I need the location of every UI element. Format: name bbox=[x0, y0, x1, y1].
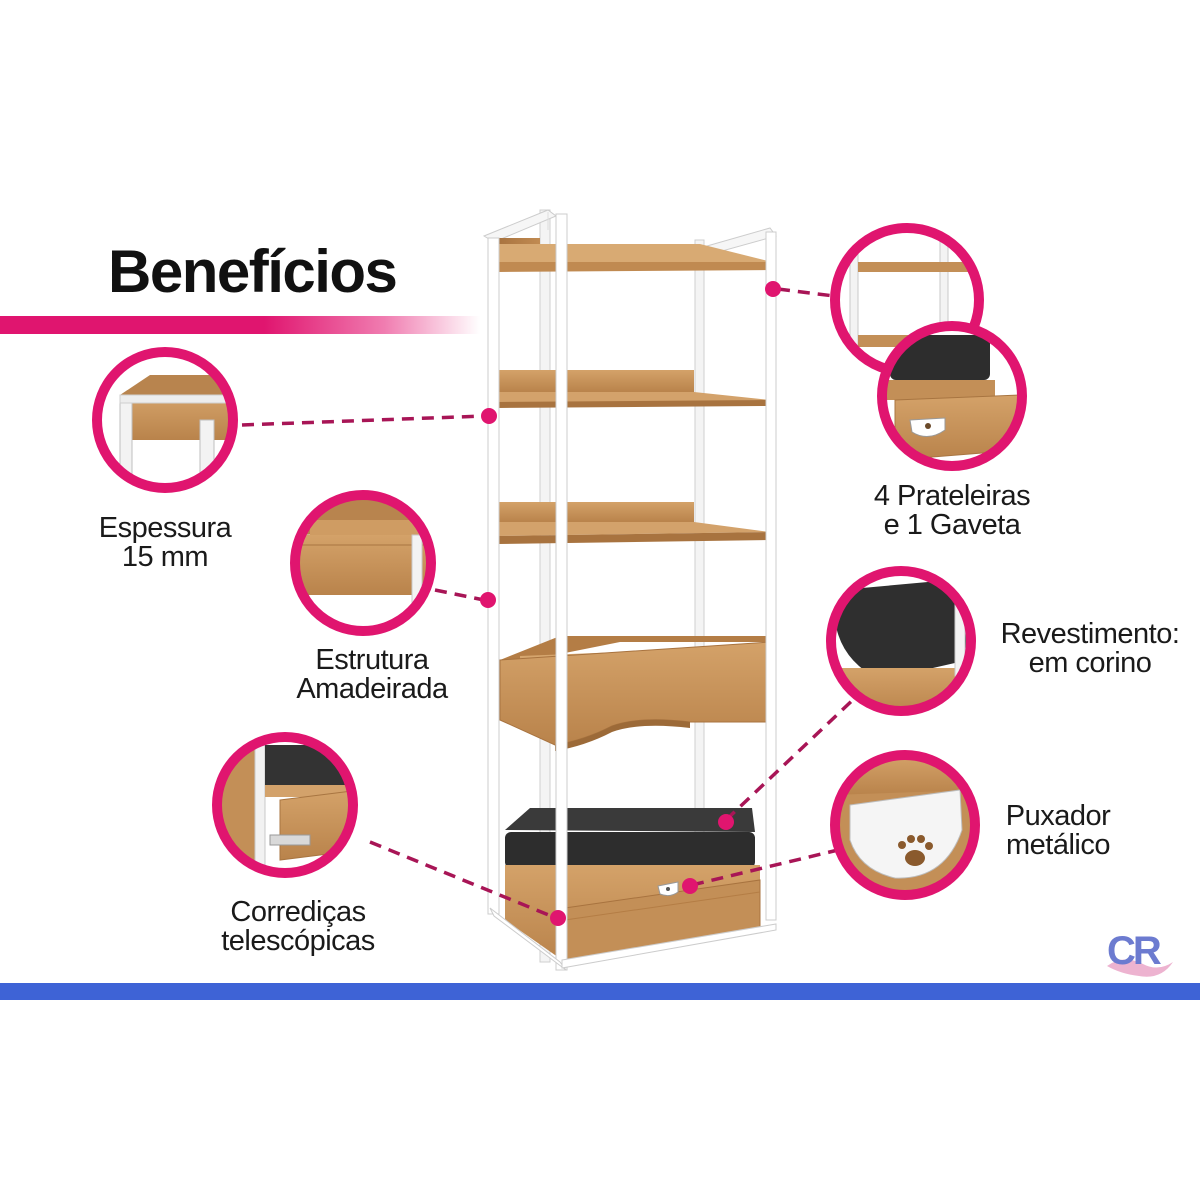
shelf-unit bbox=[482, 209, 777, 971]
label-estrutura-line2: Amadeirada bbox=[296, 673, 448, 705]
zoom-espessura bbox=[92, 347, 238, 493]
label-prateleiras-line2: e 1 Gaveta bbox=[883, 509, 1021, 541]
label-puxador: Puxador metálico bbox=[988, 802, 1128, 860]
title-underline-bar bbox=[0, 316, 480, 334]
label-estrutura: Estrutura Amadeirada bbox=[280, 646, 464, 704]
label-revestimento: Revestimento: em corino bbox=[990, 620, 1190, 678]
label-espessura: Espessura 15 mm bbox=[82, 514, 248, 572]
label-puxador-line2: metálico bbox=[1006, 829, 1111, 861]
paw-icon bbox=[898, 835, 933, 866]
zoom-puxador bbox=[830, 750, 980, 900]
label-revestimento-line2: em corino bbox=[1028, 647, 1152, 679]
zoom-gaveta bbox=[877, 321, 1027, 471]
label-corredicas-line2: telescópicas bbox=[221, 925, 375, 957]
cr-logo: CR bbox=[1107, 929, 1173, 977]
logo-text: CR bbox=[1107, 929, 1162, 973]
label-corredicas-line1: Corrediças bbox=[230, 896, 366, 928]
label-espessura-line1: Espessura bbox=[98, 512, 232, 544]
bottom-accent-bar bbox=[0, 983, 1200, 1000]
label-revestimento-line1: Revestimento: bbox=[1000, 618, 1180, 650]
label-estrutura-line1: Estrutura bbox=[315, 644, 429, 676]
label-puxador-line1: Puxador bbox=[1005, 800, 1111, 832]
zoom-corredicas bbox=[212, 732, 358, 878]
zoom-estrutura bbox=[290, 490, 436, 636]
label-prateleiras-line1: 4 Prateleiras bbox=[873, 480, 1031, 512]
label-espessura-line2: 15 mm bbox=[121, 541, 209, 573]
zoom-revestimento bbox=[826, 566, 976, 716]
page-title: Benefícios bbox=[108, 238, 398, 305]
label-corredicas: Corrediças telescópicas bbox=[210, 898, 386, 956]
label-prateleiras: 4 Prateleiras e 1 Gaveta bbox=[864, 482, 1040, 540]
